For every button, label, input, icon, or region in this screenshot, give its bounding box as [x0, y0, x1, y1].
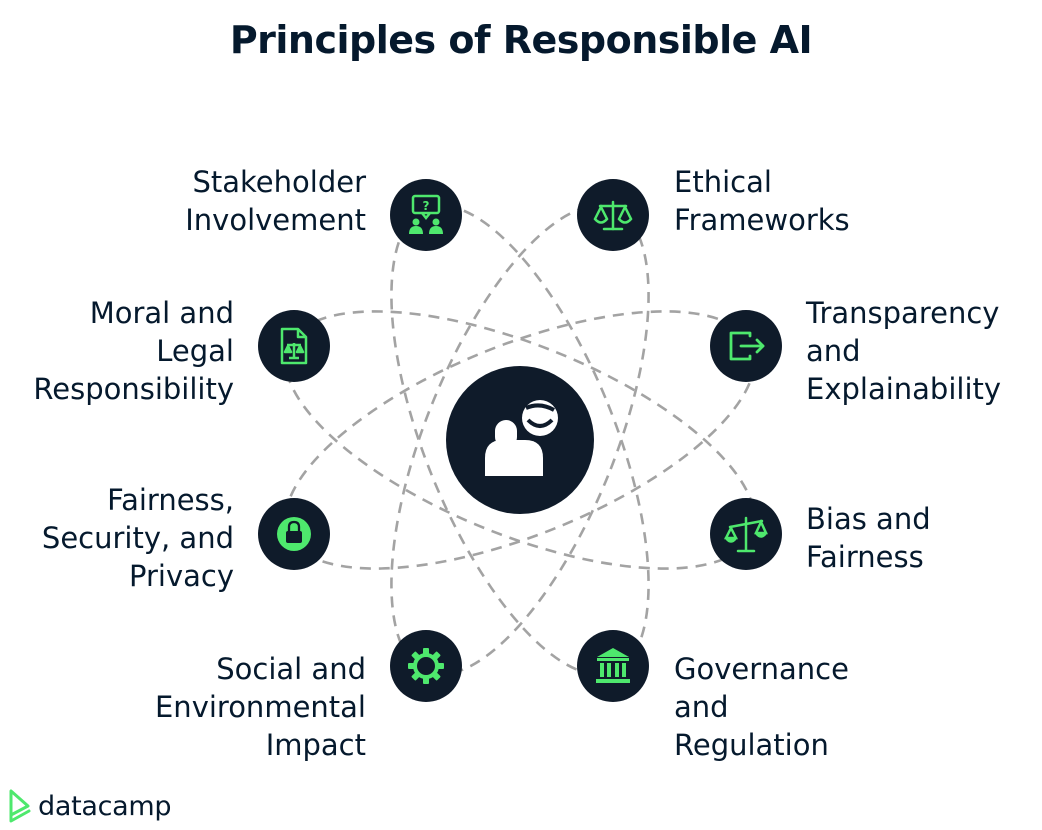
label-line: Privacy	[129, 559, 234, 593]
label-line: Involvement	[185, 203, 366, 237]
label-line: and	[806, 334, 861, 368]
scales-icon	[593, 200, 633, 231]
node-stakeholder: ?	[390, 179, 462, 251]
label-line: Explainability	[806, 372, 1002, 406]
label-line: Social and	[216, 652, 366, 686]
orbit-ellipse-vertical-b	[390, 204, 650, 676]
label-line: Regulation	[674, 728, 829, 762]
label-social: Social and Environmental Impact	[96, 650, 366, 764]
document-scales-icon	[280, 327, 308, 365]
label-line: Responsibility	[33, 372, 234, 406]
page-title: Principles of Responsible AI	[229, 18, 813, 62]
person-ai-icon	[485, 400, 558, 476]
government-building-icon	[596, 648, 630, 683]
label-line: Stakeholder	[192, 165, 366, 199]
label-line: Fairness	[806, 540, 924, 574]
label-line: Fairness,	[107, 483, 234, 517]
label-line: Moral and	[89, 296, 234, 330]
node-social	[390, 630, 462, 702]
brand-name: datacamp	[38, 790, 172, 822]
label-governance: Governance and Regulation	[674, 650, 954, 764]
label-line: Security, and	[41, 521, 234, 555]
label-ethical: Ethical Frameworks	[674, 163, 974, 239]
datacamp-logo-icon	[9, 789, 31, 823]
node-fairness	[258, 498, 330, 570]
label-line: Legal	[156, 334, 234, 368]
lock-icon	[277, 517, 311, 551]
center-node	[446, 366, 594, 514]
svg-text:?: ?	[423, 199, 430, 213]
label-stakeholder: Stakeholder Involvement	[106, 163, 366, 239]
label-line: Frameworks	[674, 203, 850, 237]
label-line: Transparency	[806, 296, 1000, 330]
node-transparency	[710, 310, 782, 382]
node-moral	[258, 310, 330, 382]
label-fairness: Fairness, Security, and Privacy	[14, 481, 234, 595]
label-moral: Moral and Legal Responsibility	[14, 294, 234, 408]
node-ethical	[577, 179, 649, 251]
label-line: Environmental	[154, 690, 366, 724]
label-line: Governance	[674, 652, 849, 686]
node-bias	[710, 498, 782, 570]
label-transparency: Transparency and Explainability	[806, 294, 1036, 408]
label-line: Impact	[265, 728, 366, 762]
stakeholder-chat-icon: ?	[409, 194, 443, 234]
export-arrow-icon	[729, 331, 765, 361]
balance-icon	[723, 516, 768, 553]
node-governance	[577, 630, 649, 702]
label-line: Ethical	[674, 165, 772, 199]
label-line: Bias and	[806, 502, 931, 536]
brand-logo: datacamp	[8, 786, 172, 826]
orbit-ellipse-vertical-a	[390, 204, 650, 676]
label-bias: Bias and Fairness	[806, 500, 1026, 576]
gear-icon	[408, 648, 444, 684]
label-line: and	[674, 690, 729, 724]
